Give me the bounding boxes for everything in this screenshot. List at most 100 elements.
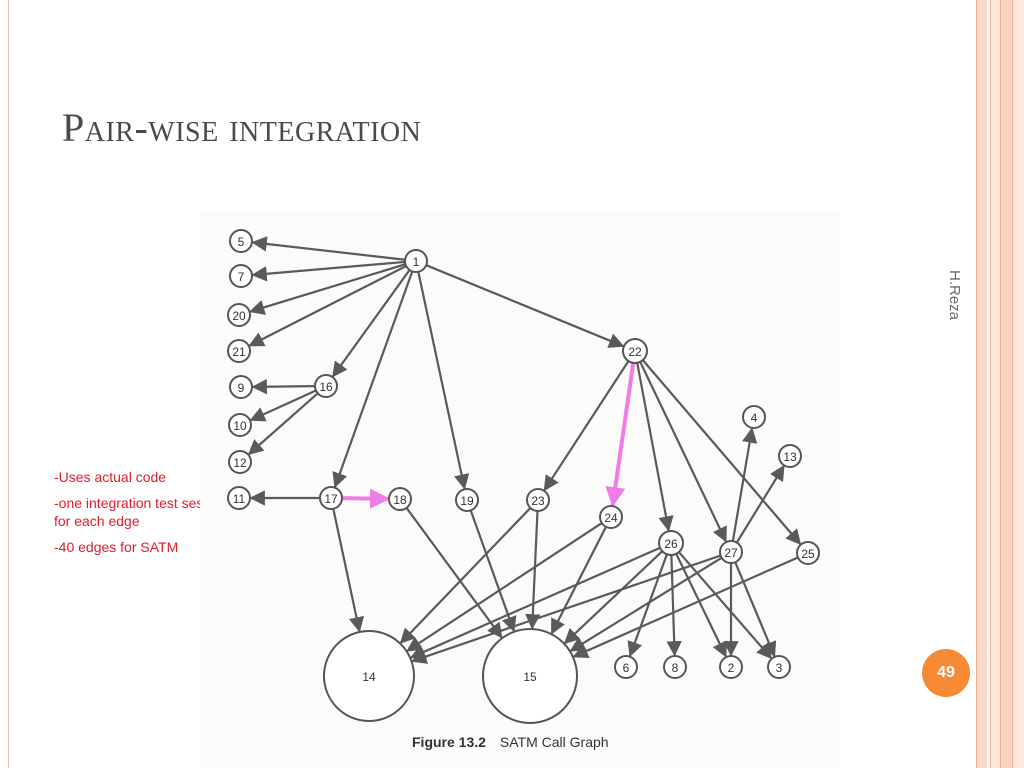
edge-23-to-15 bbox=[525, 510, 541, 630]
edge-26-to-2 bbox=[675, 553, 727, 658]
node-label: 14 bbox=[362, 670, 376, 684]
edge-22-to-23 bbox=[543, 360, 630, 492]
node-label: 22 bbox=[628, 345, 642, 359]
node-circle bbox=[228, 450, 252, 474]
node-12: 12 bbox=[228, 450, 252, 474]
edge-22-to-27 bbox=[639, 361, 727, 543]
edge-1-to-17 bbox=[332, 270, 414, 489]
node-14: 14 bbox=[323, 630, 415, 722]
edge-27-to-14 bbox=[411, 554, 721, 664]
edge-23-to-14 bbox=[399, 507, 532, 644]
node-circle bbox=[229, 264, 253, 288]
node-label: 10 bbox=[233, 419, 247, 433]
node-circle bbox=[227, 486, 251, 510]
node-circle bbox=[227, 339, 251, 363]
edge-16-to-12 bbox=[247, 392, 319, 456]
highlighted-edge-22-to-24 bbox=[605, 362, 636, 508]
node-8: 8 bbox=[663, 655, 687, 679]
node-1: 1 bbox=[404, 249, 428, 273]
node-circle bbox=[614, 655, 638, 679]
node-circle bbox=[719, 655, 743, 679]
node-4: 4 bbox=[742, 405, 766, 429]
page-number: 49 bbox=[937, 664, 955, 681]
node-label: 8 bbox=[672, 661, 679, 675]
node-circle bbox=[404, 249, 428, 273]
node-circle bbox=[482, 628, 578, 724]
edge-27-to-13 bbox=[735, 464, 785, 544]
highlighted-edge-17-to-18 bbox=[341, 488, 391, 509]
node-label: 24 bbox=[604, 511, 618, 525]
edge-1-to-22 bbox=[425, 264, 625, 348]
edge-24-to-15 bbox=[550, 526, 607, 635]
node-label: 21 bbox=[232, 345, 246, 359]
edge-26-to-14 bbox=[409, 546, 661, 659]
node-circle bbox=[599, 505, 623, 529]
node-circle bbox=[742, 405, 766, 429]
node-label: 27 bbox=[724, 546, 738, 560]
node-label: 20 bbox=[232, 309, 246, 323]
node-21: 21 bbox=[227, 339, 251, 363]
edge-16-to-10 bbox=[249, 389, 317, 422]
edge-26-to-8 bbox=[666, 554, 682, 657]
node-label: 2 bbox=[728, 661, 735, 675]
node-20: 20 bbox=[227, 303, 251, 327]
edge-1-to-16 bbox=[332, 269, 411, 378]
right-frame-stripe bbox=[1012, 0, 1024, 768]
note-item: -one integration test session for each e… bbox=[54, 495, 230, 529]
edge-1-to-5 bbox=[251, 236, 406, 261]
edge-27-to-3 bbox=[734, 561, 777, 658]
highlight-layer bbox=[341, 362, 636, 509]
node-label: 23 bbox=[531, 494, 545, 508]
node-10: 10 bbox=[228, 413, 252, 437]
caption-text: SATM Call Graph bbox=[499, 734, 609, 750]
node-label: 11 bbox=[233, 492, 246, 506]
node-circle bbox=[778, 444, 802, 468]
node-label: 26 bbox=[664, 537, 678, 551]
node-circle bbox=[228, 413, 252, 437]
node-13: 13 bbox=[778, 444, 802, 468]
node-circle bbox=[767, 655, 791, 679]
node-23: 23 bbox=[526, 488, 550, 512]
node-label: 6 bbox=[623, 661, 630, 675]
edge-24-to-14 bbox=[406, 522, 603, 652]
slide-title: Pair-wise integration bbox=[62, 105, 422, 150]
node-label: 16 bbox=[319, 380, 333, 394]
node-circle bbox=[319, 486, 343, 510]
node-circle bbox=[719, 540, 743, 564]
edge-1-to-19 bbox=[417, 271, 470, 490]
node-circle bbox=[658, 530, 684, 556]
node-11: 11 bbox=[227, 486, 251, 510]
node-label: 15 bbox=[523, 670, 537, 684]
node-5: 5 bbox=[229, 229, 253, 253]
node-circle bbox=[314, 374, 338, 398]
node-circle bbox=[227, 303, 251, 327]
edge-27-to-4 bbox=[731, 427, 758, 542]
edge-1-to-21 bbox=[248, 265, 407, 347]
edge-25-to-15 bbox=[572, 556, 799, 659]
right-frame-stripe bbox=[976, 0, 987, 768]
node-17: 17 bbox=[319, 486, 343, 510]
node-label: 3 bbox=[776, 661, 783, 675]
edge-22-to-25 bbox=[641, 359, 802, 546]
edge-26-to-15 bbox=[563, 550, 664, 645]
edge-26-to-6 bbox=[627, 553, 668, 658]
node-label: 18 bbox=[393, 493, 407, 507]
edge-1-to-7 bbox=[251, 260, 406, 282]
node-16: 16 bbox=[314, 374, 338, 398]
node-label: 1 bbox=[413, 255, 420, 269]
edge-26-to-3 bbox=[678, 551, 773, 660]
node-label: 9 bbox=[238, 381, 245, 395]
node-15: 15 bbox=[482, 628, 578, 724]
edge-16-to-9 bbox=[251, 378, 316, 395]
author-label: H.Reza bbox=[946, 270, 963, 321]
edge-18-to-15 bbox=[405, 507, 503, 639]
node-label: 17 bbox=[324, 492, 338, 506]
node-27: 27 bbox=[719, 540, 743, 564]
edge-1-to-20 bbox=[249, 263, 406, 315]
node-circle bbox=[388, 487, 412, 511]
slide-notes: -Uses actual code -one integration test … bbox=[54, 468, 234, 564]
node-label: 13 bbox=[783, 450, 797, 464]
